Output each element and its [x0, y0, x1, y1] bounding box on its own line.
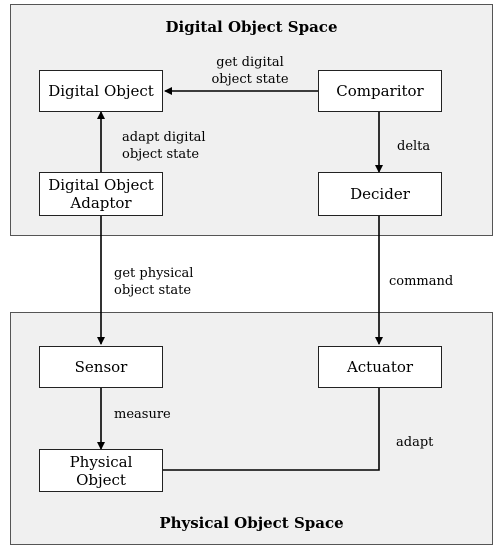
label-command: command	[389, 274, 454, 289]
digital-object-space-title: Digital Object Space	[165, 18, 338, 36]
label-adapt-digital-object-state: adapt digital object state	[122, 130, 206, 162]
decider-node: Decider	[318, 172, 442, 216]
label-delta: delta	[397, 139, 431, 154]
physical-object-node: Physical Object	[39, 449, 163, 492]
label-get-digital-object-state: get digital object state	[211, 55, 289, 87]
actuator-node: Actuator	[318, 346, 442, 388]
comparitor-node: Comparitor	[318, 70, 442, 112]
sensor-node: Sensor	[39, 346, 163, 388]
physical-object-space-title: Physical Object Space	[159, 514, 344, 532]
label-adapt: adapt	[396, 435, 434, 450]
label-measure: measure	[114, 407, 171, 422]
digital-object-adaptor-node: Digital Object Adaptor	[39, 172, 163, 216]
digital-object-node: Digital Object	[39, 70, 163, 112]
label-get-physical-object-state: get physical object state	[114, 266, 194, 298]
